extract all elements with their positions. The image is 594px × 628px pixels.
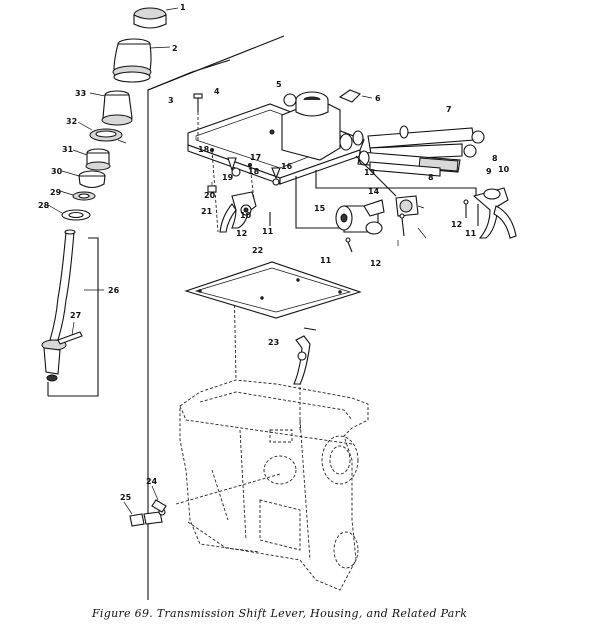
callout-8-top: 8 [492, 154, 498, 163]
callout-19: 19 [222, 173, 234, 182]
callout-27: 27 [70, 311, 81, 320]
callout-7: 7 [446, 105, 452, 114]
callout-9: 9 [486, 167, 492, 176]
part-spring-seat [78, 170, 106, 189]
callout-2: 2 [172, 44, 178, 53]
part-pin [57, 331, 83, 345]
part-washer-lower [61, 209, 91, 221]
callout-12-left: 12 [236, 229, 247, 238]
connecting-lines [295, 155, 477, 229]
callout-14: 14 [368, 187, 380, 196]
callout-31: 31 [62, 145, 74, 154]
part-boot [112, 38, 152, 83]
shift-lever-assembly [41, 7, 167, 382]
assembly-bracket-lines [47, 35, 285, 600]
callout-30: 30 [51, 167, 63, 176]
part-gasket [184, 261, 362, 319]
callout-21: 21 [201, 207, 213, 216]
callout-13: 13 [364, 168, 375, 177]
callout-28: 28 [38, 201, 50, 210]
callout-12-right: 12 [451, 220, 462, 229]
callout-16: 16 [281, 162, 293, 171]
part-shifter-arm [293, 327, 317, 385]
callout-25: 25 [120, 493, 132, 502]
part-ring [89, 128, 127, 144]
callout-17: 17 [250, 153, 261, 162]
callout-18-mid: 18 [248, 167, 260, 176]
part-boot-lower [101, 90, 133, 126]
part-shift-fork-center [335, 199, 385, 235]
callout-4: 4 [214, 87, 220, 96]
callout-11-center: 11 [320, 256, 332, 265]
callout-labels: 1 2 33 3 4 5 6 7 32 31 18 17 16 8 9 10 3… [38, 3, 510, 502]
callout-22: 22 [252, 246, 263, 255]
part-bolt [193, 93, 203, 140]
callout-1: 1 [180, 3, 186, 12]
shift-rails [357, 125, 485, 177]
detent-parts [207, 157, 281, 194]
part-drain-plug [123, 485, 167, 527]
callout-10-top: 10 [498, 165, 510, 174]
callout-18-top: 18 [198, 145, 210, 154]
callout-10-left: 10 [240, 211, 252, 220]
figure-caption: Figure 69. Transmission Shift Lever, Hou… [92, 607, 468, 620]
leader-lines-left [47, 7, 179, 336]
callout-12-center: 12 [370, 259, 381, 268]
callout-20: 20 [204, 191, 216, 200]
transmission-case [179, 379, 369, 591]
part-washer [72, 191, 96, 201]
callout-11-left: 11 [262, 227, 274, 236]
part-shift-fork-left [219, 191, 257, 233]
part-shift-lever [41, 229, 76, 382]
part-shift-block [395, 195, 425, 217]
part-retainer [85, 148, 111, 171]
callout-11-right: 11 [465, 229, 477, 238]
small-screws [269, 199, 479, 253]
callout-3: 3 [168, 96, 174, 105]
callout-8-mid: 8 [428, 173, 434, 182]
part-shift-fork-right [472, 187, 517, 239]
callout-6: 6 [375, 94, 381, 103]
callout-29: 29 [50, 188, 62, 197]
callout-24: 24 [146, 477, 158, 486]
callout-26: 26 [108, 286, 120, 295]
callout-32: 32 [66, 117, 77, 126]
part-cap [133, 7, 167, 29]
callout-extra [397, 227, 427, 246]
part-breather [338, 89, 373, 103]
callout-15: 15 [314, 204, 326, 213]
callout-23: 23 [268, 338, 279, 347]
callout-33: 33 [75, 89, 86, 98]
callout-5: 5 [276, 80, 282, 89]
